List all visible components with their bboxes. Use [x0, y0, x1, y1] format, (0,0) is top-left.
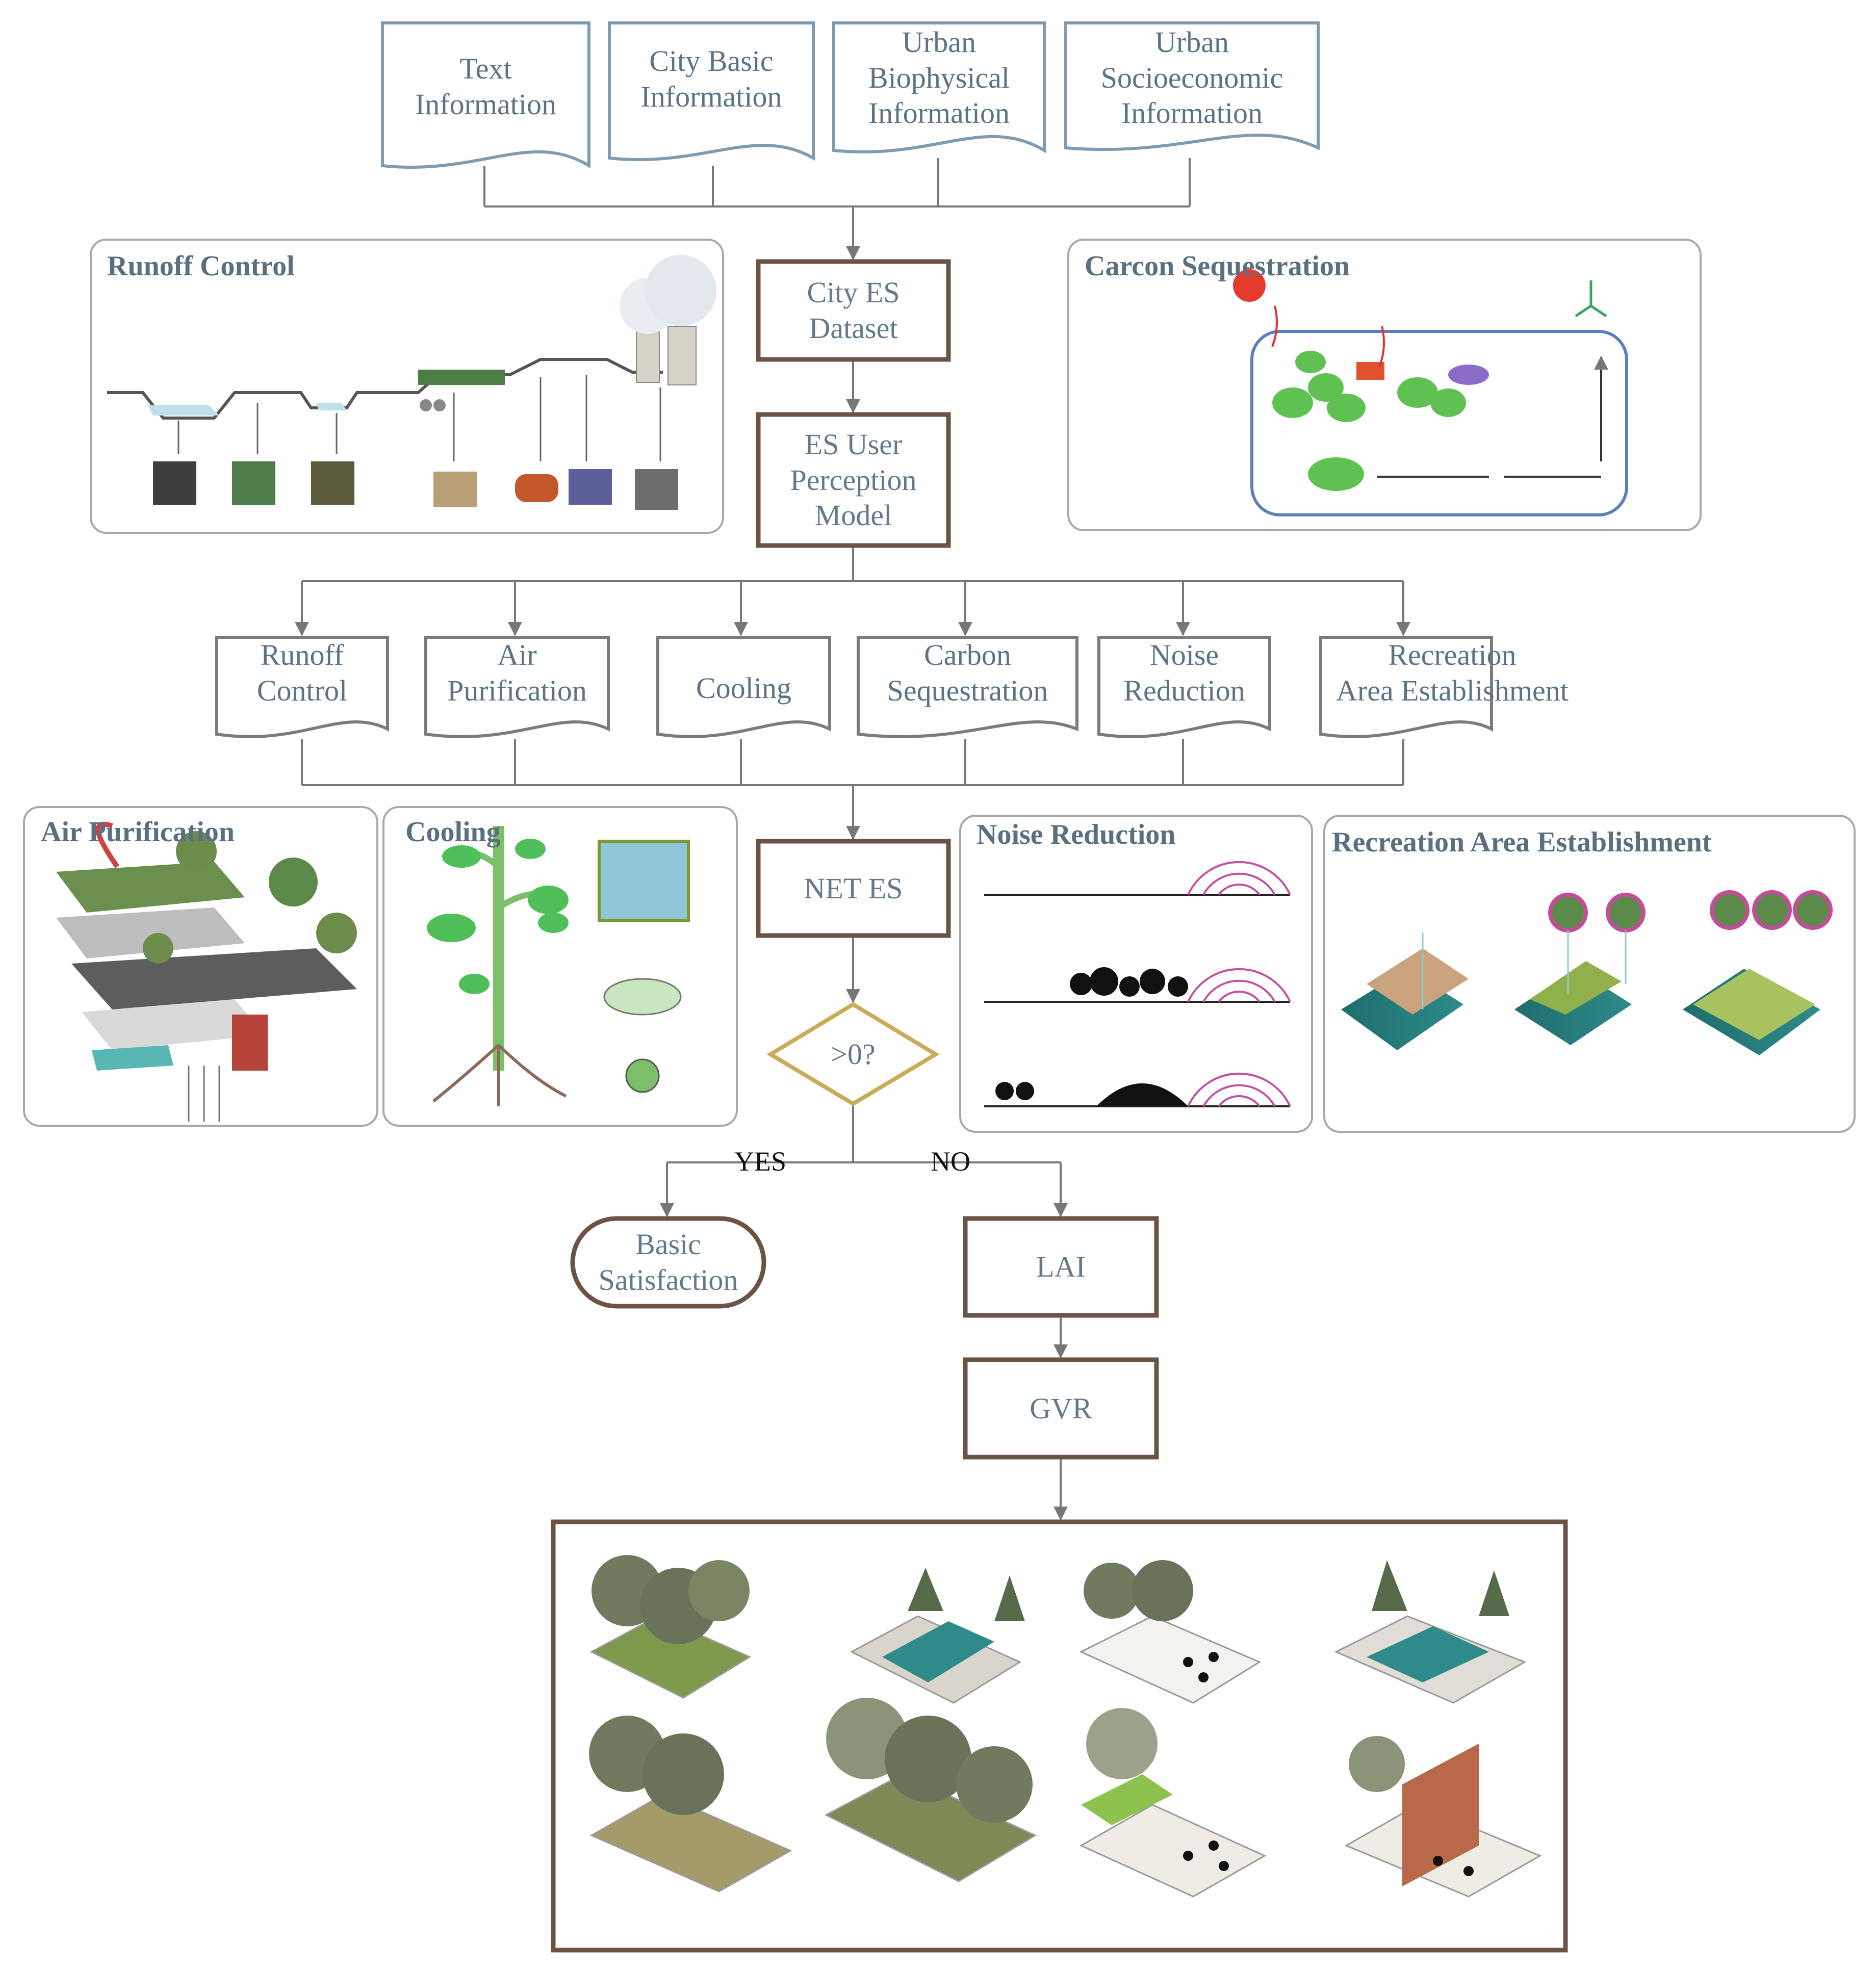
service-noise-reduction-label: Noise Reduction [1123, 638, 1245, 707]
box-es-user-perception-model [756, 412, 951, 548]
panel-title-air-purification: Air Purification [41, 816, 235, 848]
service-documents [215, 636, 1493, 738]
panel-green-space-scenarios [551, 1519, 1568, 1953]
scenario-1 [589, 1555, 752, 1699]
panel-title-runoff-control: Runoff Control [107, 250, 295, 282]
doc-city-basic-information [608, 21, 815, 162]
decision-diamond [766, 1002, 940, 1106]
panel-carbon-sequestration [1067, 239, 1702, 531]
panel-air-purification [23, 806, 378, 1127]
lai-label: LAI [1036, 1250, 1086, 1284]
doc-runoff-control [215, 636, 389, 738]
city-es-dataset-label: City ES Dataset [807, 276, 900, 345]
input-city-basic-information-label: City Basic Information [640, 44, 782, 113]
panel-title-cooling: Cooling [405, 816, 501, 848]
input-urban-biophysical-label: Urban Biophysical Information [868, 25, 1010, 130]
connectors [295, 158, 1410, 1521]
box-city-es-dataset [756, 259, 951, 362]
scenario-3 [1079, 1560, 1262, 1704]
scenario-4 [1334, 1560, 1527, 1704]
doc-carbon-sequestration [857, 636, 1078, 738]
doc-noise-reduction [1097, 636, 1271, 738]
basic-satisfaction-label: Basic Satisfaction [598, 1228, 738, 1296]
service-runoff-control-label: Runoff Control [256, 638, 348, 707]
panel-title-recreation-area: Recreation Area Establishment [1332, 826, 1712, 858]
doc-air-purification [424, 636, 610, 738]
panel-runoff-control [90, 239, 724, 534]
scenario-5 [589, 1716, 792, 1892]
input-documents [381, 21, 1320, 169]
scenario-8 [1344, 1736, 1542, 1898]
doc-text-information [381, 21, 590, 169]
basic-satisfaction-terminator [570, 1216, 766, 1309]
input-urban-socioeconomic-label: Urban Socioeconomic Information [1100, 25, 1283, 130]
service-carbon-sequestration-label: Carbon Sequestration [887, 638, 1048, 707]
panel-cooling [382, 806, 738, 1127]
panel-title-noise-reduction: Noise Reduction [976, 819, 1176, 850]
service-cooling-label: Cooling [696, 671, 791, 705]
service-air-purification-label: Air Purification [447, 638, 587, 707]
panel-recreation-area [1323, 815, 1856, 1133]
doc-urban-socioeconomic-information [1064, 21, 1320, 151]
doc-recreation-area [1319, 636, 1493, 738]
scenario-6 [824, 1698, 1037, 1882]
process-boxes [570, 259, 1159, 1460]
doc-urban-biophysical-information [832, 21, 1046, 153]
net-es-label: NET ES [804, 871, 903, 905]
panel-noise-reduction [959, 815, 1313, 1133]
decision-label: >0? [831, 1038, 876, 1071]
box-lai [963, 1216, 1159, 1318]
panel-title-carbon-sequestration: Carcon Sequestration [1085, 250, 1350, 282]
es-user-perception-model-label: ES User Perception Model [790, 428, 917, 532]
sun-icon [1233, 269, 1266, 302]
box-net-es [756, 839, 951, 938]
input-text-information-label: Text Information [415, 52, 557, 121]
doc-cooling [656, 636, 831, 738]
scenario-7 [1079, 1708, 1267, 1898]
no-label: NO [931, 1146, 970, 1177]
scenario-2 [850, 1568, 1025, 1704]
gvr-label: GVR [1030, 1391, 1092, 1425]
box-gvr [963, 1357, 1159, 1460]
yes-label: YES [734, 1146, 787, 1177]
service-recreation-area-label: Recreation Area Establishment [1336, 638, 1569, 707]
